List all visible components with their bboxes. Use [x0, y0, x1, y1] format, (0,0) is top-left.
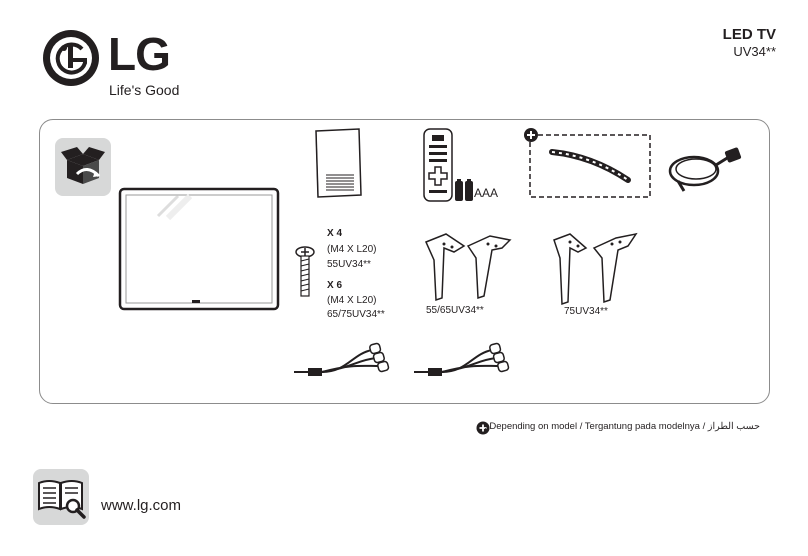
battery-label: AAA [474, 186, 499, 200]
stand-a-model: 55/65UV34** [426, 305, 484, 316]
box-contents-icon [55, 138, 111, 196]
manual-icon [33, 469, 89, 525]
screw-model-x4: 55UV34** [327, 259, 371, 270]
screw-spec-x6: (M4 X L20) [327, 295, 377, 306]
optional-accessory-box [524, 128, 651, 198]
stand-55-65-icon [424, 233, 512, 302]
website-link[interactable]: www.lg.com [101, 497, 182, 514]
tv-icon [118, 187, 280, 311]
batteries-icon [455, 179, 473, 201]
screw-count-x4: X 4 [327, 228, 343, 239]
footnote: : Depending on model / Tergantung pada m… [484, 421, 760, 432]
brand-name: LG [108, 28, 171, 80]
stand-75-icon [553, 232, 638, 306]
screw-spec-x4: (M4 X L20) [327, 244, 377, 255]
power-cord-icon [668, 147, 742, 192]
slogan: Life's Good [109, 82, 180, 98]
stand-b-model: 75UV34** [564, 306, 608, 317]
doc-title: LED TV [722, 26, 776, 43]
screw-model-x6: 65/75UV34** [327, 309, 385, 320]
av-cable-icon-2 [414, 342, 510, 376]
remote-control-icon [423, 128, 453, 202]
av-cable-icon-1 [294, 342, 390, 376]
lg-face-icon [43, 30, 99, 86]
owners-manual-icon [315, 128, 362, 198]
lg-logo [42, 30, 192, 92]
optional-plus-icon [476, 421, 490, 435]
optional-plus-icon [524, 128, 538, 142]
screw-count-x6: X 6 [327, 280, 343, 291]
contents-panel [39, 119, 770, 404]
screw-icon [295, 246, 315, 297]
doc-model: UV34** [733, 44, 776, 59]
